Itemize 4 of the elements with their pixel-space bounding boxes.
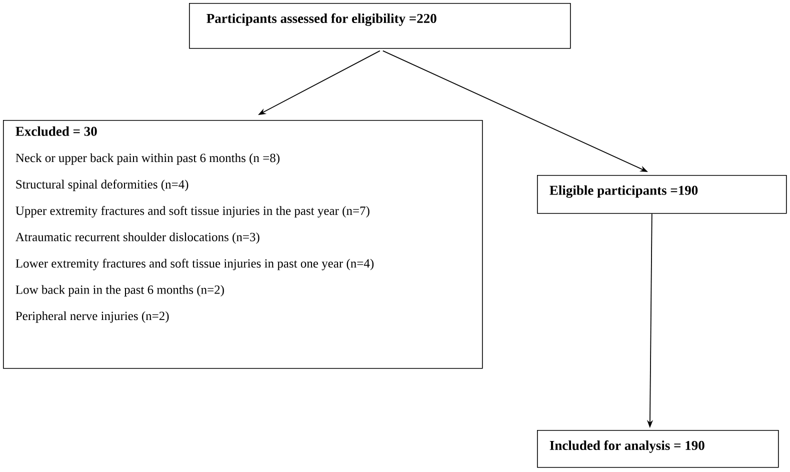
flow-box: Eligible participants =190: [537, 175, 787, 214]
flow-box: Participants assessed for eligibility =220: [189, 3, 571, 49]
flow-box: Included for analysis = 190: [537, 430, 779, 468]
flow-box: Excluded = 30 Neck or upper back pain within past 6 months (n =8) Structural spinal deformities (n=4) Upper extremity fractures and soft tissue injuries in the past year (n=7) Atraumatic recurrent shoulder dislocations (n=3) Lower extremity fractures and soft tissue injuries in past one year (n=4) Low back pain in the past 6 months (n=2) Peripheral nerve injuries (n=2): [3, 120, 483, 369]
